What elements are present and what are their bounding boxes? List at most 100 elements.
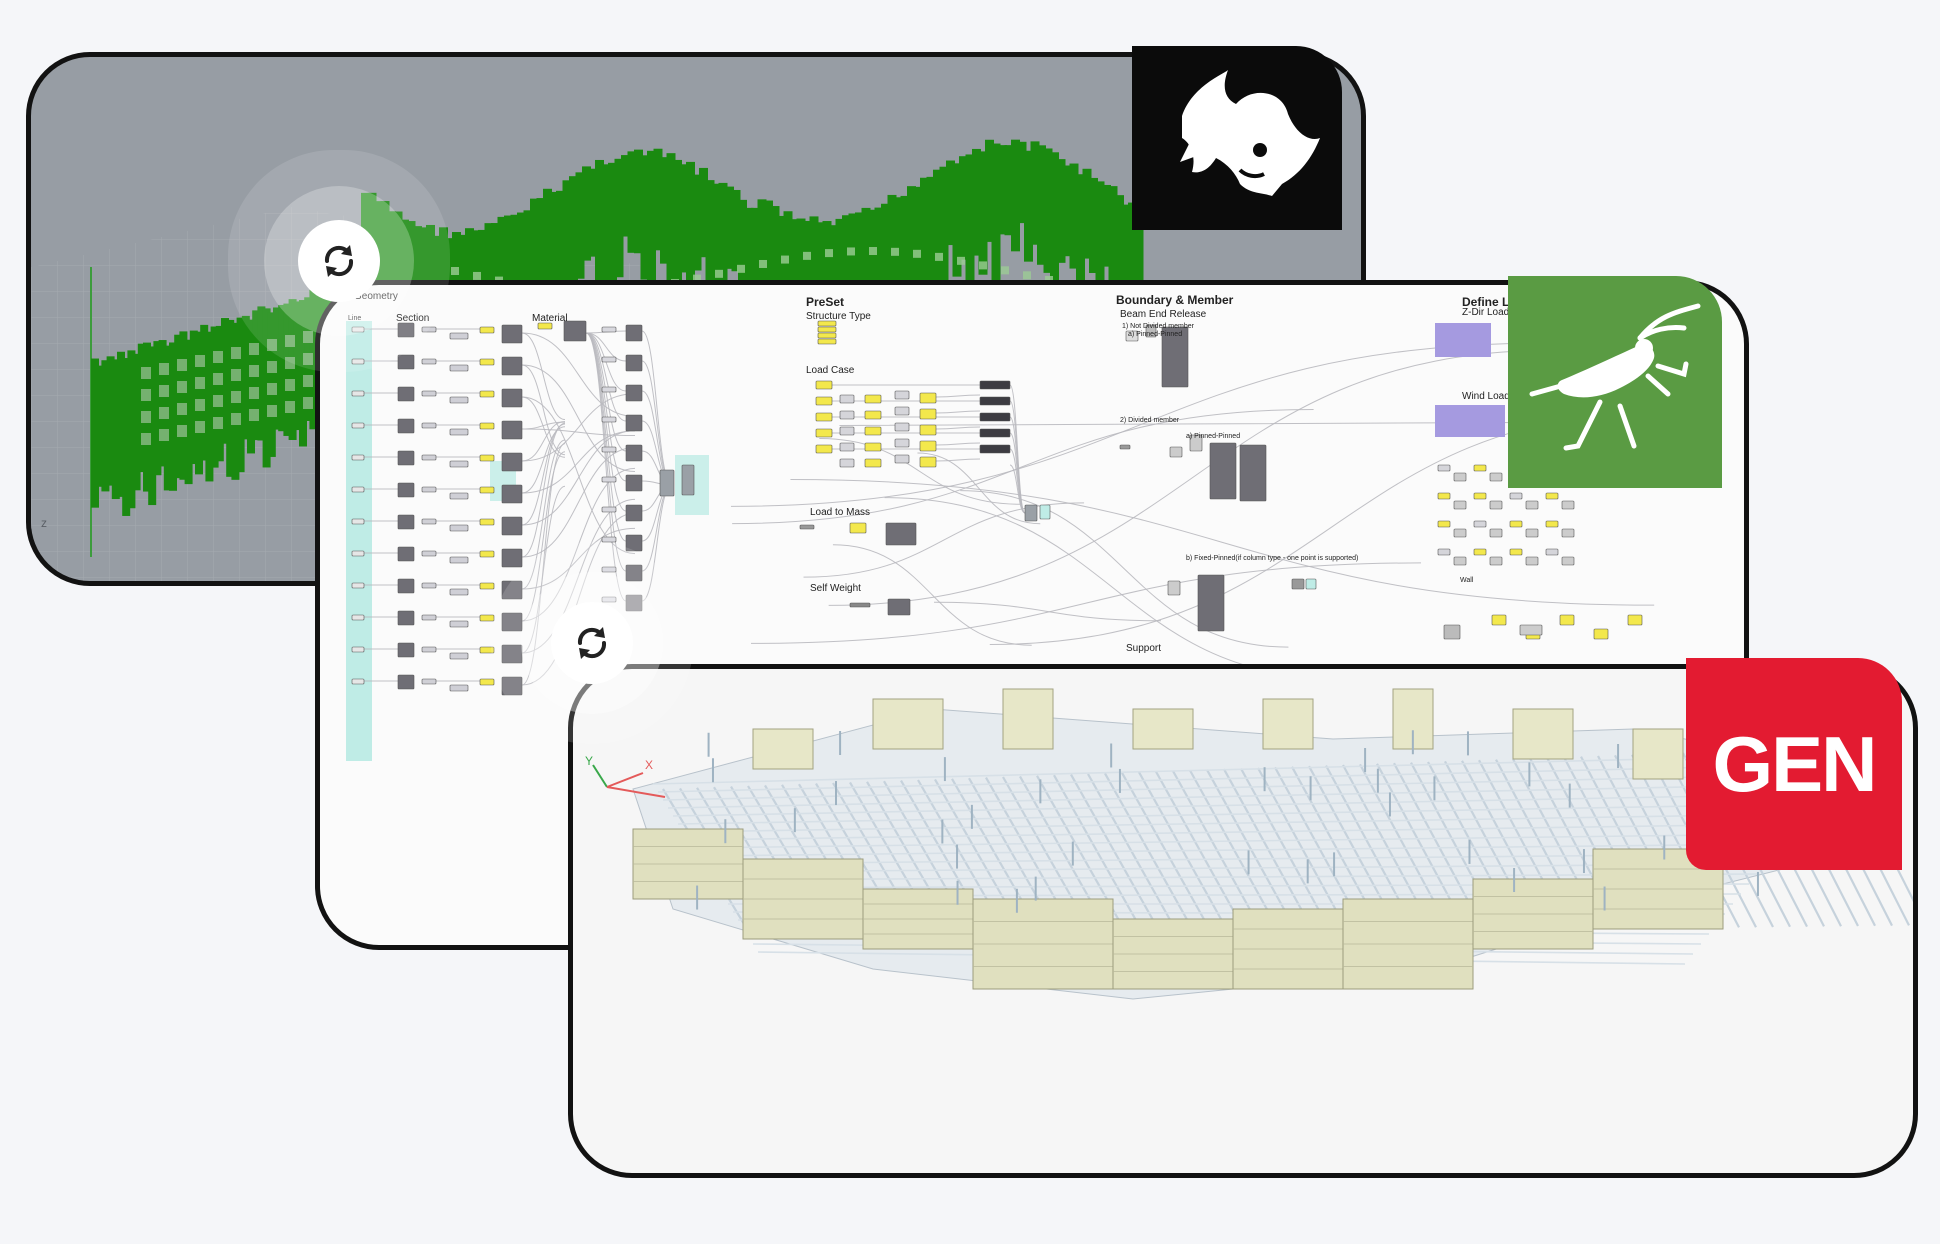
rhino-logo-icon	[1180, 70, 1320, 196]
geometry-block	[278, 304, 287, 432]
geometry-block	[608, 162, 617, 295]
geometry-block	[861, 207, 871, 324]
sync-button[interactable]	[298, 220, 380, 302]
geometry-block	[241, 315, 250, 440]
geometry-opening	[957, 256, 965, 265]
geometry-opening	[159, 363, 169, 375]
geometry-block	[549, 191, 559, 311]
param	[919, 408, 937, 420]
geometry-opening	[249, 365, 259, 377]
sync-button[interactable]	[551, 602, 633, 684]
geometry-block	[1063, 165, 1072, 257]
geometry-block	[835, 218, 845, 321]
geometry-block	[770, 206, 780, 304]
param	[894, 390, 910, 400]
geometry-block	[1030, 141, 1040, 245]
param	[1453, 472, 1467, 482]
param	[1561, 500, 1575, 510]
param	[601, 476, 617, 483]
number-param	[479, 646, 495, 654]
component-layer[interactable]	[351, 320, 1643, 696]
wire	[751, 562, 1422, 644]
component	[1519, 624, 1543, 636]
geometry-block	[101, 360, 110, 492]
wall-block	[752, 728, 814, 770]
geometry-opening	[159, 385, 169, 397]
geometry-block	[738, 199, 747, 330]
geometry-block	[309, 289, 318, 430]
geometry-opening	[737, 264, 745, 273]
geometry-block	[1082, 168, 1092, 259]
param	[449, 460, 469, 468]
geometry-block	[673, 159, 682, 293]
wire	[839, 421, 1567, 427]
sync-icon	[577, 627, 607, 659]
geometry-opening	[891, 247, 899, 256]
geometry-block	[491, 223, 500, 325]
beam	[697, 843, 1782, 857]
geometry-block	[913, 186, 923, 292]
group-label-fixed-pinned: b) Fixed-Pinned(if column type - one poi…	[1186, 555, 1359, 562]
number-param	[479, 326, 495, 334]
geometry-block	[426, 224, 435, 308]
group-label-load-case: Load Case	[806, 365, 855, 376]
load-case-component	[979, 396, 1011, 406]
geometry-opening	[781, 255, 789, 264]
geometry-block	[247, 319, 255, 454]
geometry-block	[705, 180, 715, 302]
geometry-block	[926, 176, 936, 312]
merge-component	[625, 594, 643, 612]
geometry-block	[640, 155, 650, 280]
axis-triad: Y X	[585, 754, 666, 798]
param	[1145, 324, 1157, 338]
beam	[712, 873, 1758, 881]
param	[601, 416, 617, 423]
load-param	[1473, 520, 1487, 528]
geometry-opening	[249, 387, 259, 399]
wire	[521, 396, 566, 458]
group-label-pinned-a: a) Pinned-Pinned	[1128, 331, 1183, 338]
geometry-block	[855, 212, 864, 311]
wire	[521, 428, 636, 437]
geometry-block	[556, 190, 565, 291]
grasshopper-canvas[interactable]	[320, 285, 1749, 950]
geometry-block	[111, 359, 120, 500]
geometry-block	[952, 163, 962, 277]
param	[449, 364, 469, 372]
geometry-block	[1050, 152, 1059, 287]
line-param	[351, 486, 365, 493]
load-case-param	[815, 428, 833, 438]
geometry-opening	[195, 399, 205, 411]
merge-component	[625, 444, 643, 462]
geometry-block	[679, 164, 689, 273]
wire	[1009, 400, 1026, 514]
wire	[935, 426, 981, 430]
wire	[521, 430, 636, 494]
param	[421, 518, 437, 525]
geometry-opening	[249, 409, 259, 421]
load-param	[1509, 548, 1523, 556]
geometry-block	[686, 161, 695, 290]
beam	[672, 793, 1822, 817]
wire	[585, 332, 627, 362]
wire	[832, 544, 1032, 646]
param	[894, 406, 910, 416]
wire	[521, 443, 566, 686]
load-param	[1473, 464, 1487, 472]
geometry-block	[169, 342, 177, 491]
geometry-block	[288, 299, 297, 440]
wire	[960, 490, 1289, 648]
geometry-block	[757, 199, 767, 309]
geometry-opening	[285, 401, 295, 413]
param	[1489, 528, 1503, 538]
geometry-block	[621, 155, 630, 237]
geometry-opening	[759, 259, 767, 268]
line-param	[351, 678, 365, 685]
geometry-opening	[267, 361, 277, 373]
geometry-opening	[141, 411, 151, 423]
geometry-block	[647, 150, 656, 289]
param	[839, 410, 855, 420]
wire	[521, 527, 636, 590]
geometry-block	[1134, 206, 1144, 288]
group-label-structure-type: Structure Type	[806, 311, 871, 322]
